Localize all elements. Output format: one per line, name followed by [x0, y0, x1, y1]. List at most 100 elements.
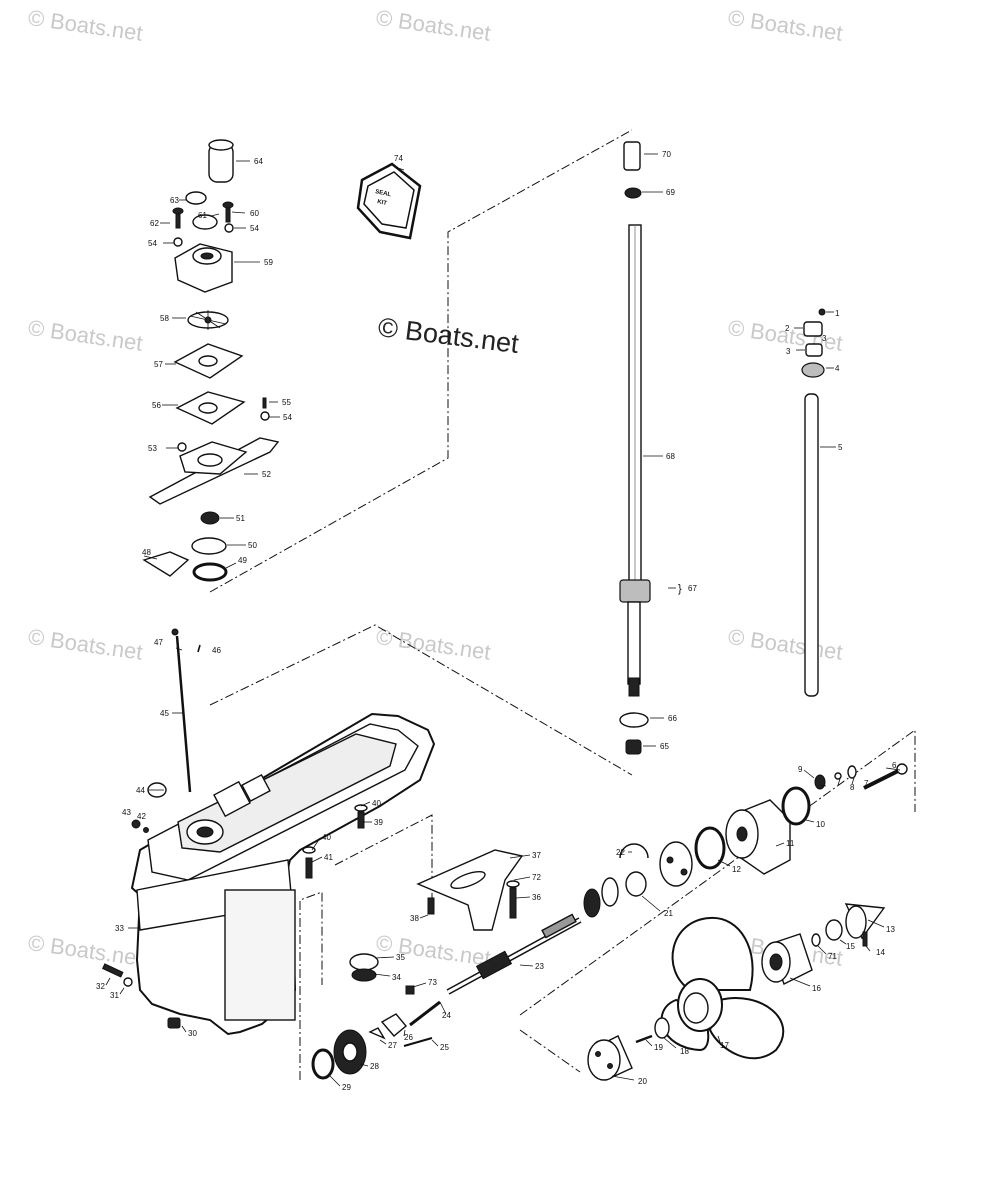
bearing-carrier: [659, 841, 693, 887]
part-8-washer: [834, 772, 842, 780]
part-26-cam: [380, 1013, 407, 1037]
callout-51: 51: [236, 514, 245, 523]
part-46-clip: [197, 644, 201, 653]
assembly-line-mount: [334, 814, 433, 905]
assembly-line-hub: [519, 1029, 581, 1073]
callout-23: 23: [535, 962, 544, 971]
part-6-bolt: [863, 768, 901, 790]
drive-shaft-assembly: [619, 141, 651, 755]
callout-21: 21: [664, 909, 673, 918]
part-23-propeller-shaft: [446, 913, 582, 995]
callout-59: 59: [264, 258, 273, 267]
part-54-washer: [173, 237, 183, 247]
callout-69: 69: [666, 188, 675, 197]
assembly-line-upper: [209, 129, 633, 593]
callout-44: 44: [136, 786, 145, 795]
callout-68: 68: [666, 452, 675, 461]
callout-50: 50: [248, 541, 257, 550]
part-54-washer: [224, 223, 234, 233]
callout-35: 35: [396, 953, 405, 962]
part-69-bearing: [624, 187, 642, 199]
callout-10: 10: [816, 820, 825, 829]
part-31-washer: [123, 977, 133, 987]
callout-55: 55: [282, 398, 291, 407]
callout-20: 20: [638, 1077, 647, 1086]
pinion-gear: [349, 953, 379, 982]
callout-48: 48: [142, 548, 151, 557]
callout-16: 16: [812, 984, 821, 993]
callout-29: 29: [342, 1083, 351, 1092]
callout-8: 8: [850, 783, 855, 792]
part-17-propeller: [660, 916, 784, 1060]
part-5-shift-rod: [804, 393, 819, 697]
part-50-o-ring: [191, 537, 227, 555]
part-55-screw: [262, 397, 267, 409]
part-67-clip: }: [678, 583, 682, 595]
part-40-washer: [302, 846, 316, 854]
callout-52: 52: [262, 470, 271, 479]
callout-72: 72: [532, 873, 541, 882]
callout-36: 36: [532, 893, 541, 902]
part-65-bushing: [625, 739, 642, 755]
part-42-washer: [143, 827, 149, 833]
part-51-bearing: [200, 511, 220, 525]
part-36-bolt: [509, 887, 517, 919]
part-13-cone: [844, 903, 886, 940]
callout-60: 60: [250, 209, 259, 218]
part-54-washer: [260, 411, 270, 421]
callout-70: 70: [662, 150, 671, 159]
part-43-screw: [131, 819, 141, 829]
part-73-key: [405, 985, 415, 995]
callout-47: 47: [154, 638, 163, 647]
callout-30: 30: [188, 1029, 197, 1038]
callout-14: 14: [876, 948, 885, 957]
callout-66: 66: [668, 714, 677, 723]
shift-rod-assembly: [801, 308, 826, 697]
part-22-spring: [619, 843, 649, 859]
part-4-seal: [801, 362, 825, 378]
callout-3: 3: [822, 334, 827, 343]
callout-3: 3: [786, 347, 791, 356]
callout-73: 73: [428, 978, 437, 987]
callout-5: 5: [838, 443, 843, 452]
callout-25: 25: [440, 1043, 449, 1052]
callout-34: 34: [392, 973, 401, 982]
callout-4: 4: [835, 364, 840, 373]
part-39-bolt: [357, 811, 365, 829]
callout-62: 62: [150, 219, 159, 228]
seal-kit-line2: KIT: [377, 199, 388, 207]
part-24-shift-shaft: [409, 1000, 441, 1027]
part-66-o-ring: [619, 712, 649, 728]
callout-40: 40: [322, 833, 331, 842]
part-2-coupler: [803, 321, 823, 337]
part-37-trim-tab: [416, 849, 524, 931]
part-12-o-ring: [694, 826, 726, 870]
callout-41: 41: [324, 853, 333, 862]
part-58-impeller: [187, 310, 229, 330]
callout-61: 61: [198, 211, 207, 220]
callout-6: 6: [892, 761, 897, 770]
part-30-plug: [167, 1017, 181, 1029]
callout-17: 17: [720, 1041, 729, 1050]
callout-12: 12: [732, 865, 741, 874]
leader-lines: [105, 153, 901, 1087]
callout-32: 32: [96, 982, 105, 991]
callout-26: 26: [404, 1033, 413, 1042]
part-72-washer: [506, 880, 520, 888]
assembly-line-housing: [209, 624, 633, 776]
callout-58: 58: [160, 314, 169, 323]
callout-28: 28: [370, 1062, 379, 1071]
callout-15: 15: [846, 942, 855, 951]
part-32-screw: [102, 963, 124, 978]
callout-54: 54: [250, 224, 259, 233]
callout-37: 37: [532, 851, 541, 860]
assembly-line-gearbox: [299, 891, 323, 1080]
callout-42: 42: [137, 812, 146, 821]
callout-1: 1: [835, 309, 840, 318]
part-20-hub: [587, 1035, 633, 1081]
part-10-o-ring: [781, 786, 811, 826]
callout-19: 19: [654, 1043, 663, 1052]
callout-67: 67: [688, 584, 697, 593]
callout-38: 38: [410, 914, 419, 923]
